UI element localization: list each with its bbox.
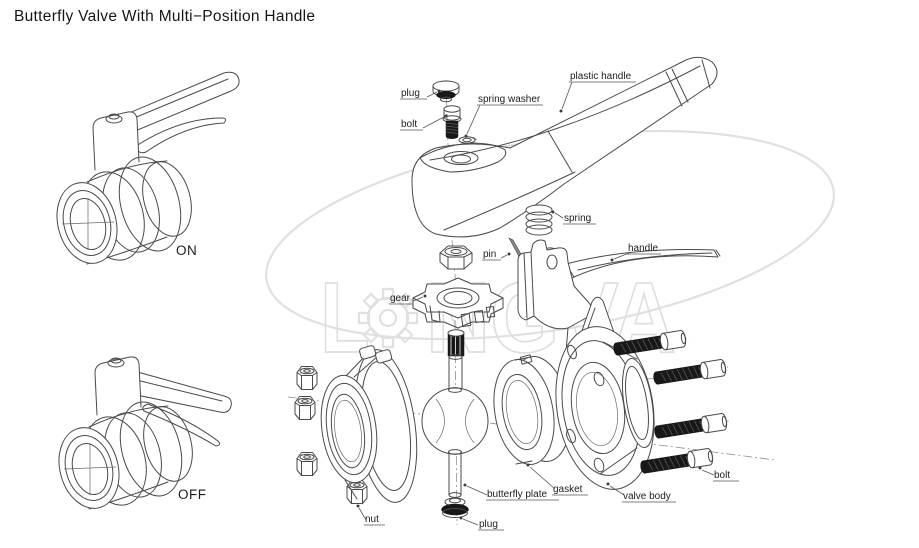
label-pin: pin	[482, 249, 511, 260]
label-text: handle	[628, 243, 658, 254]
off-trigger-lever	[143, 404, 220, 446]
label-plastic-handle: plastic handle	[559, 71, 637, 113]
label-text: pin	[483, 249, 496, 260]
off-state-label: OFF	[178, 487, 207, 502]
part-gear	[413, 278, 503, 328]
label-handle: handle	[610, 243, 662, 262]
label-text: spring washer	[478, 94, 541, 105]
off-neck-button	[108, 359, 124, 367]
label-spring-washer: spring washer	[464, 94, 544, 138]
part-butterfly-plate	[422, 330, 488, 498]
off-valve-view: OFF	[50, 357, 231, 515]
on-valve-body	[48, 150, 199, 270]
label-text: nut	[365, 514, 379, 525]
part-plug-bottom	[442, 498, 469, 518]
label-text: plastic handle	[570, 71, 632, 82]
off-neck	[95, 357, 141, 415]
label-text: bolt	[714, 470, 730, 481]
label-text: plug	[479, 519, 498, 530]
exploded-view	[288, 57, 775, 525]
label-plug-bottom: plug	[459, 516, 505, 531]
label-nut: nut	[356, 504, 386, 526]
label-text: spring	[564, 213, 591, 224]
part-top-nut	[440, 246, 472, 269]
label-butterfly-plate: butterfly plate	[463, 483, 560, 501]
label-text: plug	[401, 88, 420, 99]
on-valve-view: ON	[48, 72, 239, 270]
label-text: gear	[390, 293, 411, 304]
label-bolt-top: bolt	[400, 114, 448, 131]
label-spring: spring	[551, 210, 597, 225]
handle-bolt-hole	[444, 152, 478, 165]
part-bolt-top	[443, 106, 461, 139]
off-valve-body	[50, 395, 200, 515]
label-bolt-right: bolt	[698, 466, 740, 482]
page-title: Butterfly Valve With Multi−Position Hand…	[14, 8, 316, 25]
on-state-label: ON	[176, 243, 197, 258]
on-neck-button	[106, 115, 122, 123]
on-neck	[93, 112, 139, 170]
label-plug-top: plug	[400, 88, 441, 99]
label-valve-body: valve body	[606, 482, 677, 503]
label-text: bolt	[401, 119, 417, 130]
part-gasket	[486, 352, 578, 469]
part-label-callouts: plug bolt spring washer plastic handle s…	[356, 71, 740, 531]
label-text: gasket	[553, 484, 583, 495]
part-clamp-flange	[315, 345, 426, 506]
part-spring-washer	[459, 137, 476, 143]
label-gasket: gasket	[526, 463, 589, 496]
label-text: valve body	[623, 491, 671, 502]
part-spring	[526, 205, 552, 235]
part-plastic-handle	[412, 57, 717, 236]
label-text: butterfly plate	[487, 489, 547, 500]
watermark-gear-icon	[359, 289, 417, 347]
part-valve-body	[545, 297, 665, 496]
part-plug-top	[433, 81, 459, 102]
on-trigger-lever	[136, 118, 226, 153]
label-gear: gear	[389, 293, 427, 304]
